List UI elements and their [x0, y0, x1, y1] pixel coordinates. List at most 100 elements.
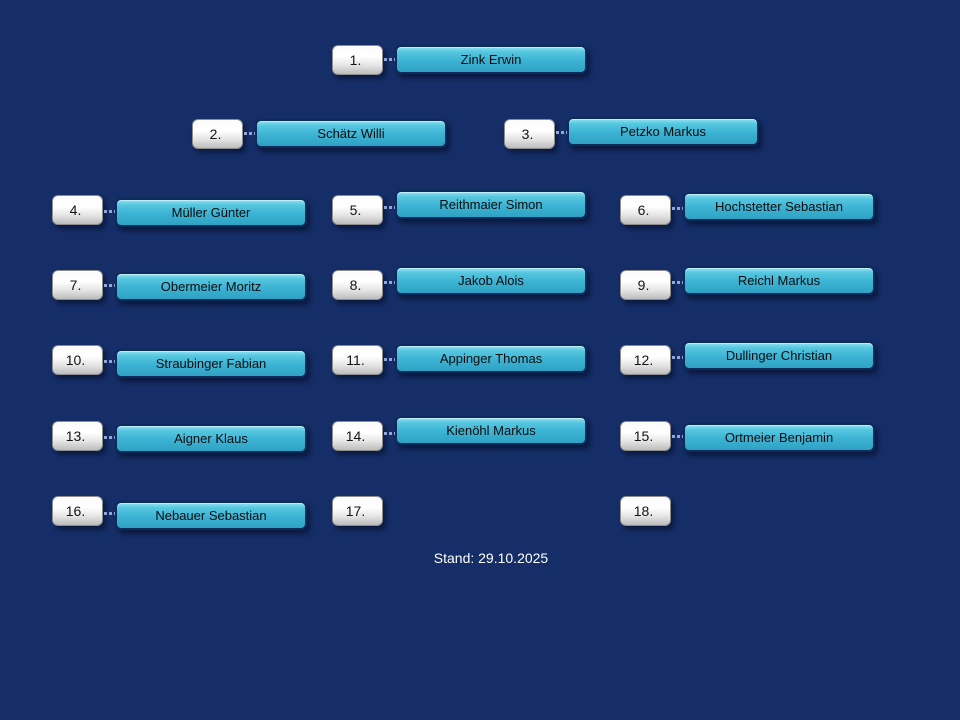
rank-number: 14.	[345, 428, 366, 444]
connector-dots-icon	[104, 512, 117, 515]
rank-badge[interactable]: 10.	[52, 345, 103, 375]
ladder-item: 7. Obermeier Moritz	[52, 270, 312, 302]
ladder-item: 4. Müller Günter	[52, 195, 312, 227]
ladder-item: 3. Petzko Markus	[504, 117, 764, 151]
connector-dots-icon	[672, 281, 685, 284]
player-name: Kienöhl Markus	[446, 423, 536, 438]
ladder-item: 11. Appinger Thomas	[332, 344, 592, 377]
connector-dots-icon	[104, 436, 117, 439]
rank-badge[interactable]: 17.	[332, 496, 383, 526]
ladder-item: 10. Straubinger Fabian	[52, 345, 312, 378]
player-name: Schätz Willi	[317, 126, 385, 141]
ladder-item: 6. Hochstetter Sebastian	[620, 192, 880, 227]
ladder-item: 14. Kienöhl Markus	[332, 416, 592, 453]
ladder-item: 17.	[332, 496, 592, 528]
player-name: Dullinger Christian	[725, 348, 833, 363]
rank-number: 1.	[349, 52, 362, 68]
connector-dots-icon	[384, 206, 397, 209]
ladder-item: 1. Zink Erwin	[332, 45, 592, 77]
ladder-item: 2. Schätz Willi	[192, 119, 452, 151]
rank-badge[interactable]: 14.	[332, 421, 383, 451]
player-button[interactable]: Müller Günter	[115, 198, 307, 227]
player-button[interactable]: Hochstetter Sebastian	[683, 192, 875, 221]
player-button[interactable]: Straubinger Fabian	[115, 349, 307, 378]
connector-dots-icon	[104, 210, 117, 213]
rank-number: 11.	[346, 352, 365, 368]
ladder-item: 8. Jakob Alois	[332, 266, 592, 302]
ladder-item: 15. Ortmeier Benjamin	[620, 421, 880, 453]
player-name: Petzko Markus	[620, 124, 706, 139]
connector-dots-icon	[104, 360, 117, 363]
connector-dots-icon	[556, 131, 569, 134]
connector-dots-icon	[672, 356, 685, 359]
player-name: Müller Günter	[171, 205, 251, 220]
rank-badge[interactable]: 3.	[504, 119, 555, 149]
player-button[interactable]: Petzko Markus	[567, 117, 759, 146]
player-name: Straubinger Fabian	[155, 356, 267, 371]
rank-badge[interactable]: 15.	[620, 421, 671, 451]
connector-dots-icon	[384, 432, 397, 435]
rank-number: 13.	[65, 428, 86, 444]
player-button[interactable]: Jakob Alois	[395, 266, 587, 295]
connector-dots-icon	[384, 58, 397, 61]
rank-number: 6.	[637, 202, 650, 218]
rank-badge[interactable]: 12.	[620, 345, 671, 375]
connector-dots-icon	[672, 435, 685, 438]
rank-badge[interactable]: 2.	[192, 119, 243, 149]
player-button[interactable]: Schätz Willi	[255, 119, 447, 148]
player-button[interactable]: Kienöhl Markus	[395, 416, 587, 445]
player-name: Appinger Thomas	[439, 351, 543, 366]
rank-badge[interactable]: 8.	[332, 270, 383, 300]
ladder-item: 12. Dullinger Christian	[620, 341, 880, 377]
player-button[interactable]: Ortmeier Benjamin	[683, 423, 875, 452]
rank-badge[interactable]: 11.	[332, 345, 383, 375]
player-name: Jakob Alois	[458, 273, 524, 288]
rank-number: 3.	[521, 126, 534, 142]
rank-badge[interactable]: 9.	[620, 270, 671, 300]
rank-number: 5.	[349, 202, 362, 218]
player-name: Zink Erwin	[460, 52, 522, 67]
connector-dots-icon	[104, 284, 117, 287]
ladder-item: 9. Reichl Markus	[620, 266, 880, 302]
player-name: Ortmeier Benjamin	[724, 430, 834, 445]
player-button[interactable]: Nebauer Sebastian	[115, 501, 307, 530]
rank-badge[interactable]: 5.	[332, 195, 383, 225]
player-name: Nebauer Sebastian	[155, 508, 267, 523]
rank-number: 4.	[69, 202, 82, 218]
rank-number: 9.	[637, 277, 650, 293]
rank-number: 17.	[345, 503, 366, 519]
player-button[interactable]: Obermeier Moritz	[115, 272, 307, 301]
rank-number: 12.	[633, 352, 654, 368]
rank-badge[interactable]: 7.	[52, 270, 103, 300]
ladder-item: 16. Nebauer Sebastian	[52, 496, 312, 530]
rank-number: 15.	[633, 428, 654, 444]
player-name: Hochstetter Sebastian	[715, 199, 843, 214]
player-button[interactable]: Zink Erwin	[395, 45, 587, 74]
rank-badge[interactable]: 16.	[52, 496, 103, 526]
ladder-item: 5. Reithmaier Simon	[332, 190, 592, 227]
connector-dots-icon	[672, 207, 685, 210]
player-button[interactable]: Appinger Thomas	[395, 344, 587, 373]
connector-dots-icon	[384, 281, 397, 284]
player-name: Reithmaier Simon	[439, 197, 543, 212]
rank-badge[interactable]: 1.	[332, 45, 383, 75]
rank-number: 10.	[65, 352, 86, 368]
rank-badge[interactable]: 18.	[620, 496, 671, 526]
ladder-item: 13. Aigner Klaus	[52, 421, 312, 453]
rank-number: 2.	[209, 126, 222, 142]
player-name: Aigner Klaus	[174, 431, 248, 446]
player-name: Reichl Markus	[737, 273, 821, 288]
player-button[interactable]: Aigner Klaus	[115, 424, 307, 453]
player-button[interactable]: Dullinger Christian	[683, 341, 875, 370]
connector-dots-icon	[384, 358, 397, 361]
rank-badge[interactable]: 13.	[52, 421, 103, 451]
player-button[interactable]: Reithmaier Simon	[395, 190, 587, 219]
player-name: Obermeier Moritz	[160, 279, 262, 294]
rank-number: 18.	[633, 503, 654, 519]
ladder-item: 18.	[620, 496, 880, 528]
connector-dots-icon	[244, 132, 257, 135]
player-button[interactable]: Reichl Markus	[683, 266, 875, 295]
rank-badge[interactable]: 4.	[52, 195, 103, 225]
rank-badge[interactable]: 6.	[620, 195, 671, 225]
